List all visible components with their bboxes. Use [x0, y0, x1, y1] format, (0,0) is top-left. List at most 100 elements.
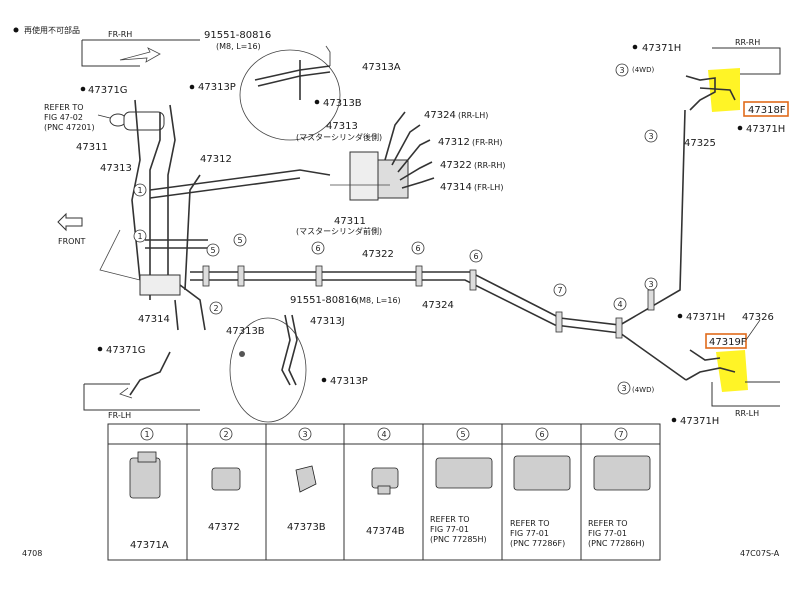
label-47318f[interactable]: 47318F	[748, 105, 786, 116]
footer-right-code: 47C07S-A	[740, 549, 780, 558]
svg-text:7: 7	[557, 286, 562, 295]
svg-text:5: 5	[210, 246, 215, 255]
label-91551-top: 91551-80816	[204, 30, 271, 41]
label-47313b-top: 47313B	[323, 98, 362, 109]
svg-text:(PNC 77285H): (PNC 77285H)	[430, 535, 487, 544]
pipe-clips	[202, 265, 655, 339]
svg-text:4: 4	[617, 300, 622, 309]
label-47371h-top1: 47371H	[642, 43, 681, 54]
label-47326: 47326	[742, 312, 774, 323]
label-47311-left: 47311	[76, 142, 108, 153]
svg-text:1: 1	[137, 186, 142, 195]
svg-text:3: 3	[621, 384, 626, 393]
svg-text:FR-RH: FR-RH	[108, 30, 132, 39]
label-47313-left: 47313	[100, 163, 132, 174]
pipe-47324-rl	[190, 279, 687, 381]
label-91551-low-spec: (M8, L=16)	[356, 296, 401, 305]
svg-text:2: 2	[223, 430, 228, 439]
callout-markers: 1 1 5 5 6 6 6 7 4 3 3 2 3 3	[133, 63, 658, 395]
label-47313-master: 47313	[326, 121, 358, 132]
refer-top-line3: (PNC 47201)	[44, 123, 95, 132]
label-47313a: 47313A	[362, 62, 401, 73]
box-47319f	[705, 333, 747, 349]
label-47313j: 47313J	[310, 316, 345, 327]
box-47318f	[743, 101, 789, 117]
svg-text:(PNC 77286F): (PNC 77286F)	[510, 539, 565, 548]
svg-text:RR-LH: RR-LH	[735, 409, 759, 418]
label-47313p-low: 47313P	[330, 376, 368, 387]
svg-text:6: 6	[539, 430, 544, 439]
svg-text:3: 3	[648, 132, 653, 141]
parts-table-cell-4: 4 47374B	[366, 427, 405, 537]
parts-table-cell-3: 3 47373B	[287, 427, 326, 533]
parts-table-cell-7: 7 REFER TO FIG 77-01 (PNC 77286H)	[588, 427, 651, 548]
svg-text:47371A: 47371A	[130, 540, 169, 551]
svg-text:6: 6	[473, 252, 478, 261]
footer-left-code: 4708	[22, 549, 42, 558]
detail-ellipse-low	[229, 317, 307, 423]
label-91551-top-spec: (M8, L=16)	[216, 42, 261, 51]
label-4wd-top: (4WD)	[632, 66, 654, 74]
svg-text:5: 5	[237, 236, 242, 245]
svg-text:RR-RH: RR-RH	[735, 38, 760, 47]
svg-text:3: 3	[648, 280, 653, 289]
label-47312-left: 47312	[200, 154, 232, 165]
label-47371h-low2: 47371H	[680, 416, 719, 427]
wheel-tag-rr-lh: RR-LH	[711, 381, 780, 418]
wheel-tag-fr-lh: FR-LH	[83, 383, 200, 420]
label-master-front: (マスターシリンダ前側)	[296, 226, 382, 236]
header-note: 再使用不可部品	[24, 25, 80, 35]
label-91551-low: 91551-80816	[290, 295, 357, 306]
svg-text:47374B: 47374B	[366, 526, 405, 537]
label-47324-rlh: 47324	[424, 110, 456, 121]
svg-text:47372: 47372	[208, 522, 240, 533]
label-47371h-top2: 47371H	[746, 124, 785, 135]
svg-text:2: 2	[213, 304, 218, 313]
label-47314-flh: 47314	[440, 182, 472, 193]
svg-text:(PNC 77286H): (PNC 77286H)	[588, 539, 645, 548]
label-47322-mid: 47322	[362, 249, 394, 260]
parts-table-cell-5: 5 REFER TO FIG 77-01 (PNC 77285H)	[430, 427, 493, 544]
label-4wd-low: (4WD)	[632, 386, 654, 394]
svg-text:REFER TO: REFER TO	[510, 519, 550, 528]
parts-table-cell-6: 6 REFER TO FIG 77-01 (PNC 77286F)	[510, 427, 571, 548]
pipe-47322-rr	[190, 109, 686, 326]
svg-text:47373B: 47373B	[287, 522, 326, 533]
label-47371h-low1: 47371H	[686, 312, 725, 323]
label-47319f[interactable]: 47319F	[709, 337, 747, 348]
svg-text:6: 6	[315, 244, 320, 253]
svg-text:6: 6	[415, 244, 420, 253]
svg-text:FIG 77-01: FIG 77-01	[588, 529, 627, 538]
detail-ellipse-top	[239, 49, 341, 141]
svg-text:REFER TO: REFER TO	[588, 519, 628, 528]
svg-text:1: 1	[137, 232, 142, 241]
svg-text:3: 3	[302, 430, 307, 439]
svg-text:FIG 77-01: FIG 77-01	[510, 529, 549, 538]
wheel-tag-rr-rh: RR-RH	[712, 38, 781, 75]
refer-top-line2: FIG 47-02	[44, 113, 83, 122]
label-47371g-top: 47371G	[88, 85, 128, 96]
label-47322-rrh-tag: (RR-RH)	[474, 161, 506, 170]
svg-text:5: 5	[460, 430, 465, 439]
parts-table	[107, 423, 661, 561]
refer-top-line1: REFER TO	[44, 103, 84, 112]
svg-text:1: 1	[144, 430, 149, 439]
front-arrow-icon	[57, 212, 83, 232]
label-47313p-top: 47313P	[198, 82, 236, 93]
label-47325: 47325	[684, 138, 716, 149]
parts-table-cell-1: 1 47371A	[129, 427, 169, 551]
parts-table-cell-2: 2 47372	[208, 427, 241, 533]
label-47324-rlh-tag: (RR-LH)	[458, 111, 488, 120]
label-master-rear: (マスターシリンダ後側)	[296, 132, 382, 142]
header-bullet	[13, 27, 19, 33]
svg-text:4: 4	[381, 430, 386, 439]
wheel-tag-fr-rh: FR-RH	[81, 30, 200, 67]
label-front: FRONT	[58, 237, 85, 246]
label-47314-flh-tag: (FR-LH)	[474, 183, 503, 192]
label-47324-mid: 47324	[422, 300, 454, 311]
svg-text:3: 3	[619, 66, 624, 75]
master-cylinder-group	[330, 111, 435, 201]
label-47322-rrh: 47322	[440, 160, 472, 171]
label-47313b-low: 47313B	[226, 326, 265, 337]
